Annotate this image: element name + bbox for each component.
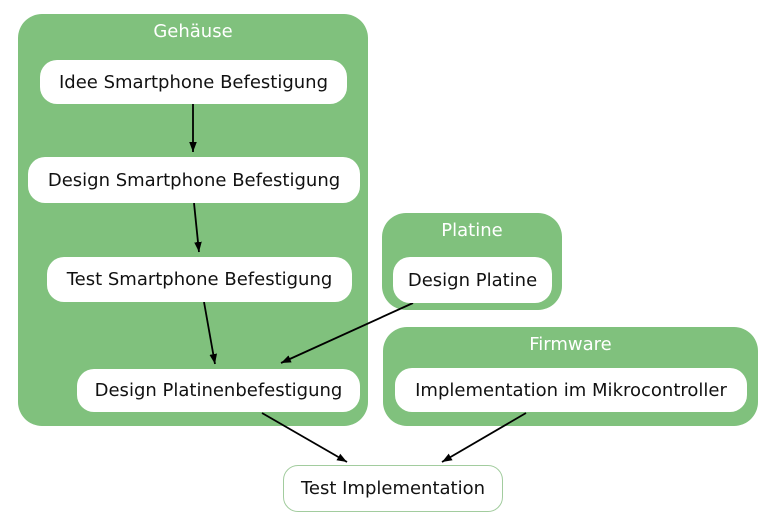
node-implementation-im-mikrocontroller: Implementation im Mikrocontroller bbox=[395, 368, 747, 412]
cluster-firmware-label: Firmware bbox=[529, 334, 612, 355]
node-test-smartphone-befestigung: Test Smartphone Befestigung bbox=[47, 257, 352, 302]
cluster-platine-label: Platine bbox=[441, 220, 503, 241]
node-test-implementation: Test Implementation bbox=[283, 465, 503, 512]
node-design-smartphone-befestigung: Design Smartphone Befestigung bbox=[28, 157, 360, 203]
node-idee-smartphone-befestigung: Idee Smartphone Befestigung bbox=[40, 60, 347, 104]
cluster-gehaeuse-label: Gehäuse bbox=[153, 21, 233, 42]
node-design-platine: Design Platine bbox=[393, 257, 552, 303]
node-design-platinenbefestigung: Design Platinenbefestigung bbox=[77, 369, 360, 412]
